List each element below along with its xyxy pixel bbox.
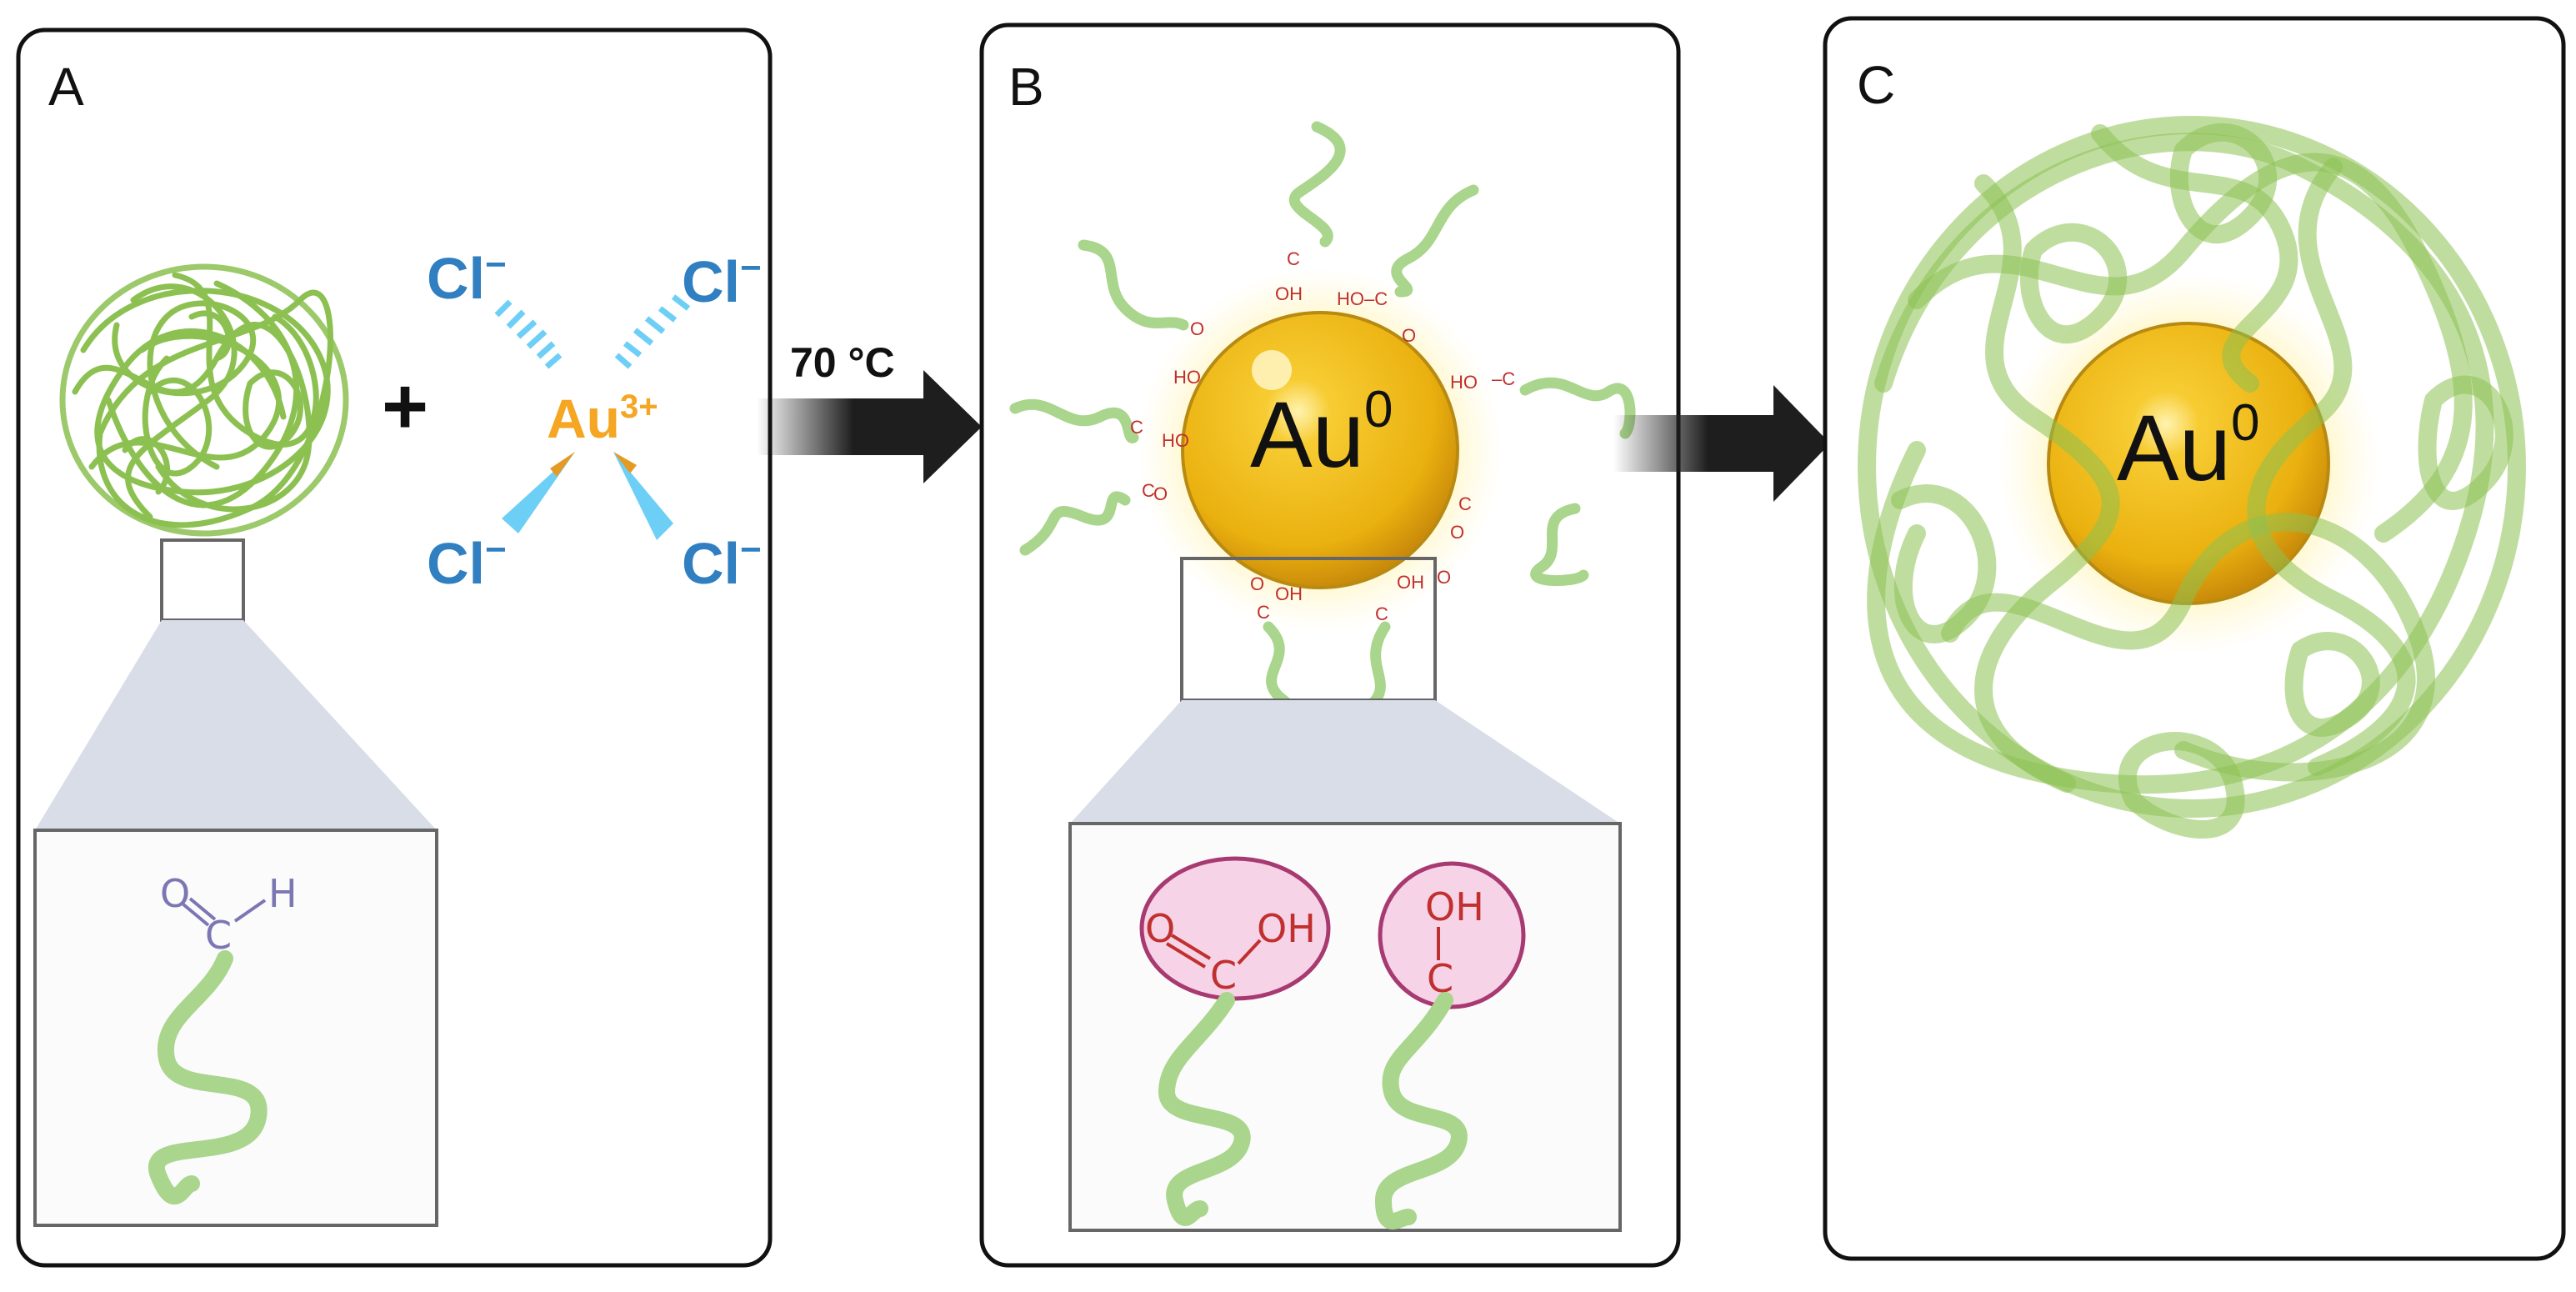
polymer-shell [1858,116,2526,839]
aucl4-complex: Cl− Cl− Cl− Cl− Au3+ [427,244,762,596]
svg-text:C: C [1130,417,1143,438]
inset-b [1068,822,1622,1232]
polymer-chain-hydroxyl [1374,992,1468,1229]
carboxyl-group: O C OH [1139,856,1331,1226]
au0-label-c: Au0 [2117,394,2259,500]
hydroxyl-highlight [1378,861,1526,1009]
inset-a [33,829,438,1227]
svg-text:C: C [1458,493,1472,514]
svg-text:HO–C: HO–C [1337,288,1388,309]
aldehyde-h-label: H [268,871,298,916]
cl-bottom-right: Cl− [682,529,762,596]
svg-text:O: O [1450,522,1464,543]
reaction-condition: 70 °C [790,339,895,386]
au0-label-b: Au0 [1250,381,1393,487]
polymer-chain-a [148,950,268,1205]
hashed-bond-upper-right [614,294,691,369]
svg-text:HO: HO [1162,430,1189,451]
svg-text:–C: –C [1492,368,1515,389]
wedge-bond-lower-right [613,452,673,540]
surface-polymer-chains [1009,121,1636,764]
reaction-arrow-1: 70 °C [757,339,982,483]
au-nanoparticle-b [1181,311,1459,589]
svg-text:O: O [1190,318,1204,339]
panel-c: C Au0 [1823,16,2566,1261]
panel-c-letter: C [1857,55,1895,115]
carboxyl-oh-label: OH [1257,906,1316,951]
cl-bottom-left: Cl− [427,529,507,596]
zoom-projection-b [1070,700,1620,824]
double-bond-line-2 [188,897,217,921]
aldehyde-c-label: C [205,913,232,958]
panel-a-letter: A [48,57,84,117]
svg-text:C: C [1287,248,1300,269]
single-bond-line [233,899,267,923]
zoom-projection-a [35,620,437,830]
svg-text:HO: HO [1450,372,1478,393]
svg-text:C: C [1375,603,1388,624]
au3-center: Au3+ [547,388,658,449]
svg-text:O: O [1250,573,1264,594]
polymer-ball [59,263,349,537]
cl-top-left: Cl− [427,244,507,311]
hydroxyl-oh-label: OH [1425,884,1484,929]
svg-text:O: O [1437,567,1451,588]
double-bond-line-1 [182,903,210,927]
svg-text:C: C [1257,602,1270,623]
carboxyl-c-label: C [1210,953,1237,998]
reaction-arrow-2 [1613,385,1830,502]
panel-a: A O C H [16,28,773,1268]
svg-text:O: O [1402,325,1416,346]
surface-group-labels: C OH HO–C O HO –C C O O OH C O OH C C O … [1130,248,1515,624]
svg-text:OH: OH [1275,283,1303,304]
panel-b: B Au0 C OH HO–C O HO –C C O O [979,23,1681,1268]
carboxyl-o-label: O [1145,906,1175,951]
hydroxyl-group: OH C [1374,861,1526,1229]
svg-text:OH: OH [1275,583,1303,604]
carboxyl-highlight [1139,856,1331,1001]
aldehyde-group: O C H [148,871,298,1205]
plus-sign: + [382,362,428,451]
svg-text:OH: OH [1397,572,1424,593]
polymer-chain-carboxyl [1158,992,1251,1226]
aldehyde-o-label: O [160,871,190,916]
panel-b-letter: B [1008,57,1044,117]
svg-text:O: O [1153,483,1168,504]
svg-text:C: C [1142,480,1155,501]
svg-text:HO: HO [1173,367,1201,388]
hashed-bond-upper-left [494,299,563,369]
cl-top-right: Cl− [682,248,762,314]
